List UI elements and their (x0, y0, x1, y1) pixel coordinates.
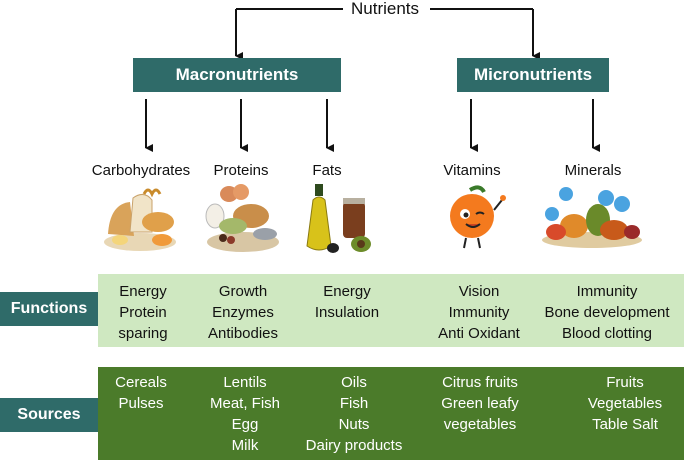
function-item: Insulation (314, 304, 380, 321)
source-item: Oils (341, 374, 367, 391)
function-item: Enzymes (212, 304, 274, 321)
source-item: Vegetables (587, 395, 663, 412)
protein-foods-icon (205, 184, 279, 252)
sources-fats: Oils Fish Nuts Dairy products (294, 372, 414, 456)
functions-label: Functions (0, 292, 98, 326)
source-item: Green leafy (441, 395, 519, 412)
source-item: Pulses (118, 395, 164, 412)
sources-band (98, 367, 684, 460)
functions-carbohydrates: Energy Protein sparing (88, 281, 198, 344)
source-item: vegetables (443, 416, 517, 433)
function-item: Protein (119, 304, 167, 321)
oil-bottle-icon (306, 184, 371, 253)
source-item: Fruits (606, 374, 644, 391)
sources-vitamins: Citrus fruits Green leafy vegetables (420, 372, 540, 435)
sources-minerals: Fruits Vegetables Table Salt (560, 372, 685, 435)
source-item: Meat, Fish (209, 395, 281, 412)
category-fats: Fats (312, 162, 342, 179)
macronutrients-box: Macronutrients (133, 58, 341, 92)
vegetables-minerals-icon (542, 187, 642, 248)
functions-proteins: Growth Enzymes Antibodies (188, 281, 298, 344)
functions-vitamins: Vision Immunity Anti Oxidant (419, 281, 539, 344)
category-proteins: Proteins (213, 162, 269, 179)
function-item: Immunity (448, 304, 510, 321)
functions-minerals: Immunity Bone development Blood clotting (534, 281, 680, 344)
function-item: Anti Oxidant (438, 325, 520, 342)
source-item: Nuts (338, 416, 370, 433)
function-item: Blood clotting (561, 325, 653, 342)
source-item: Table Salt (592, 416, 658, 433)
root-title: Nutrients (350, 0, 420, 18)
source-item: Milk (231, 437, 259, 454)
source-item: Egg (231, 416, 259, 433)
function-item: Growth (218, 283, 268, 300)
source-item: Lentils (223, 374, 267, 391)
function-item: Bone development (544, 304, 670, 321)
function-item: Energy (323, 283, 371, 300)
function-item: Energy (119, 283, 167, 300)
sources-label: Sources (0, 398, 98, 432)
function-item: Antibodies (207, 325, 279, 342)
functions-fats: Energy Insulation (292, 281, 402, 323)
category-carbohydrates: Carbohydrates (91, 162, 191, 179)
functions-band (98, 274, 684, 347)
function-item: sparing (118, 325, 168, 342)
source-item: Citrus fruits (442, 374, 518, 391)
category-minerals: Minerals (564, 162, 622, 179)
category-vitamins: Vitamins (443, 162, 501, 179)
bread-grains-icon (104, 188, 176, 251)
source-item: Dairy products (305, 437, 403, 454)
function-item: Immunity (576, 283, 638, 300)
orange-character-icon (450, 185, 506, 249)
source-item: Fish (339, 395, 369, 412)
sources-carbohydrates: Cereals Pulses (86, 372, 196, 414)
sources-proteins: Lentils Meat, Fish Egg Milk (190, 372, 300, 456)
function-item: Vision (458, 283, 500, 300)
source-item: Cereals (115, 374, 167, 391)
micronutrients-box: Micronutrients (457, 58, 609, 92)
